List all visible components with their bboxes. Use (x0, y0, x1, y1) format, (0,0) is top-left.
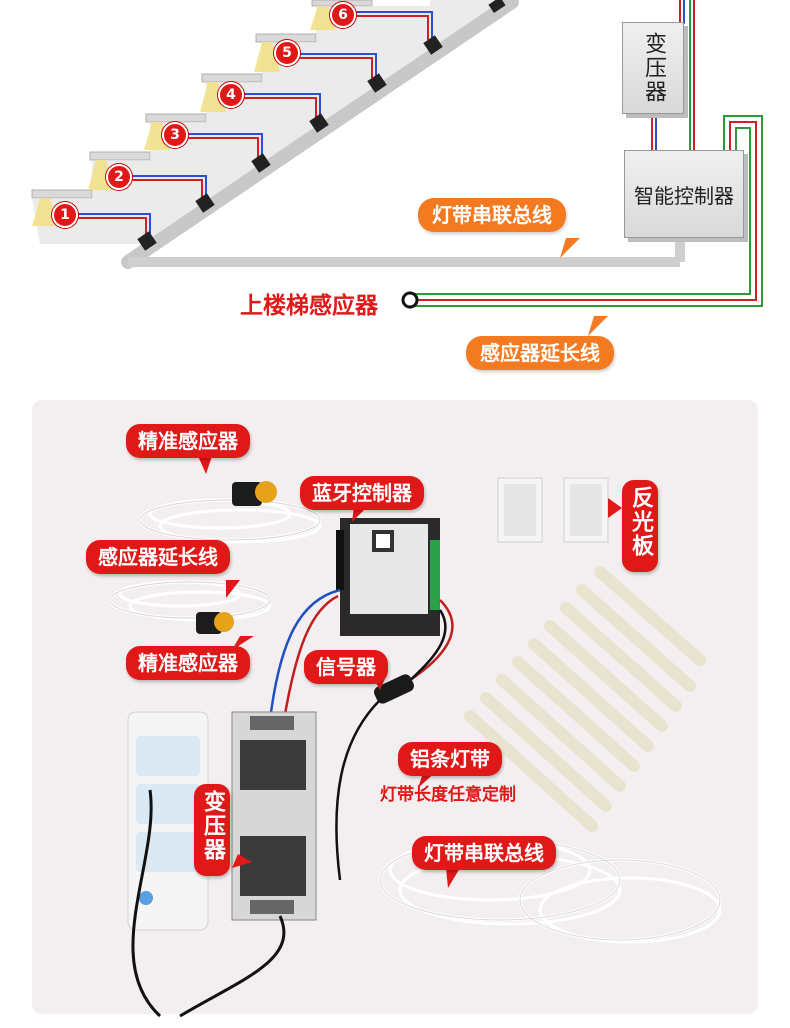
upstairs-sensor-label: 上楼梯感应器 (240, 293, 378, 319)
bus-line-label-top: 灯带串联总线 (418, 198, 566, 232)
transformer-box: 变压器 (622, 22, 684, 114)
reflector-label: 反光板 (622, 480, 658, 572)
stair-drawing (31, 0, 763, 336)
strip-length-note: 灯带长度任意定制 (380, 785, 516, 805)
aluminum-strip-label: 铝条灯带 (398, 742, 502, 776)
stair-wiring-diagram: 1 2 3 4 5 6 变压器 智能控制器 灯带串联总线 上楼梯感应器 感应器延… (0, 0, 790, 380)
step-number-2: 2 (106, 164, 132, 190)
transformer-label-text: 变压器 (200, 790, 225, 862)
step-number-6: 6 (330, 2, 356, 28)
signal-device-label: 信号器 (304, 650, 388, 684)
step-number-3: 3 (162, 122, 188, 148)
transformer-label: 变压器 (194, 784, 230, 876)
transformer-box-label: 变压器 (641, 32, 666, 104)
step-number-5: 5 (274, 40, 300, 66)
sensor-ext-label: 感应器延长线 (86, 540, 230, 574)
step-number-4: 4 (218, 82, 244, 108)
bus-line-label: 灯带串联总线 (412, 836, 556, 870)
bluetooth-controller-label: 蓝牙控制器 (300, 476, 424, 510)
smart-controller-box: 智能控制器 (624, 150, 744, 238)
sensor-ext-label-top: 感应器延长线 (466, 336, 614, 370)
smart-controller-label: 智能控制器 (634, 183, 734, 208)
precise-sensor-label-top: 精准感应器 (126, 424, 250, 458)
reflector-label-text: 反光板 (628, 486, 653, 558)
precise-sensor-label-bottom: 精准感应器 (126, 646, 250, 680)
step-number-1: 1 (52, 202, 78, 228)
